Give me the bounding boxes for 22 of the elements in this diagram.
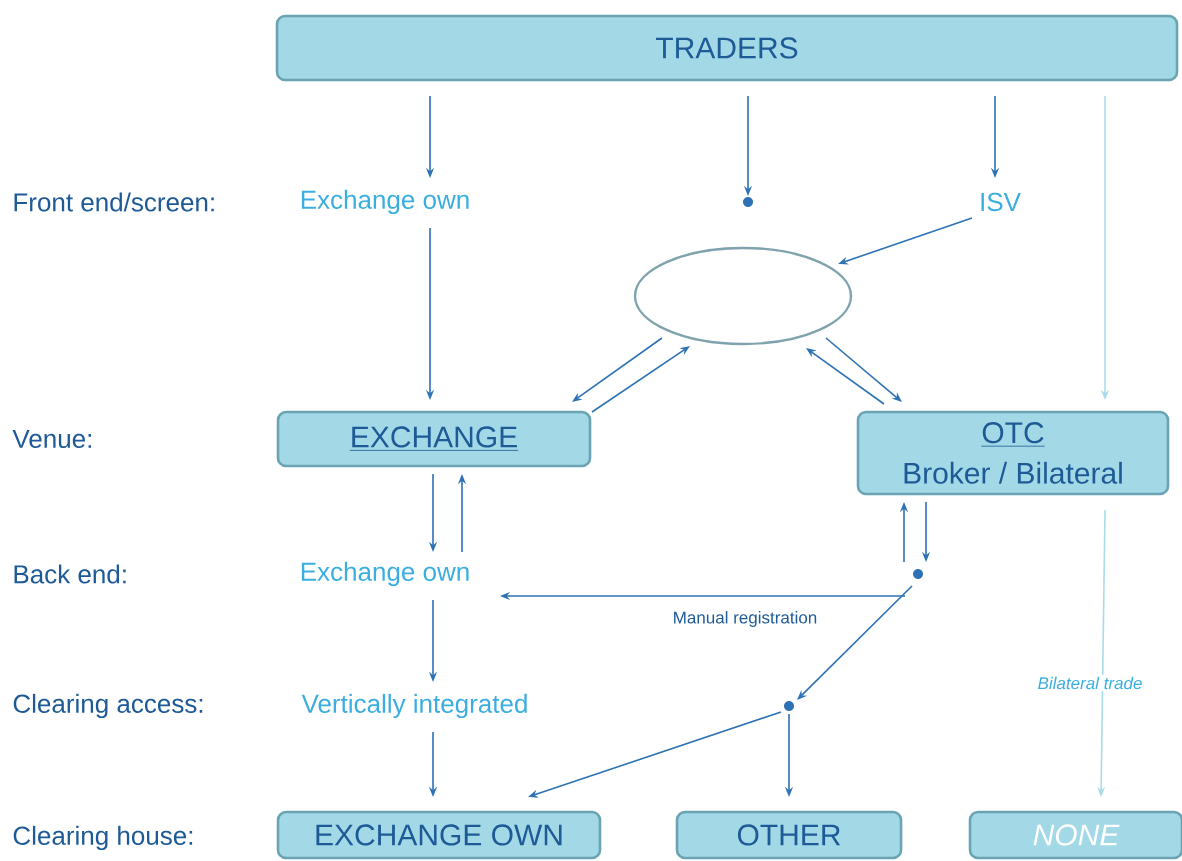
box: TRADERS [275, 14, 1179, 82]
box: NONE [968, 810, 1182, 860]
label: ISV [981, 192, 1021, 212]
arrow [825, 337, 902, 402]
label: Exchange own [301, 561, 469, 587]
row-heading: Front end/screen: [14, 192, 214, 212]
row-heading: Clearing access: [13, 693, 203, 719]
row-heading: Venue: [12, 429, 91, 449]
label: Exchange own [301, 189, 469, 215]
edge-label: Manual registration [670, 609, 820, 629]
edge-label: Bilateral trade [1035, 674, 1145, 692]
label: Vertically integrated [301, 693, 527, 719]
row-heading: Back end: [14, 564, 126, 584]
arrow [797, 585, 913, 700]
box: EXCHANGE OWN [276, 810, 602, 860]
arrow [806, 348, 885, 405]
arrow [572, 337, 663, 402]
box: OTC Broker / Bilateral [856, 410, 1170, 496]
box: EXCHANGE [276, 410, 592, 468]
row-heading: Clearing house: [13, 825, 193, 851]
ellipse [633, 246, 853, 346]
box: OTHER [675, 810, 903, 860]
